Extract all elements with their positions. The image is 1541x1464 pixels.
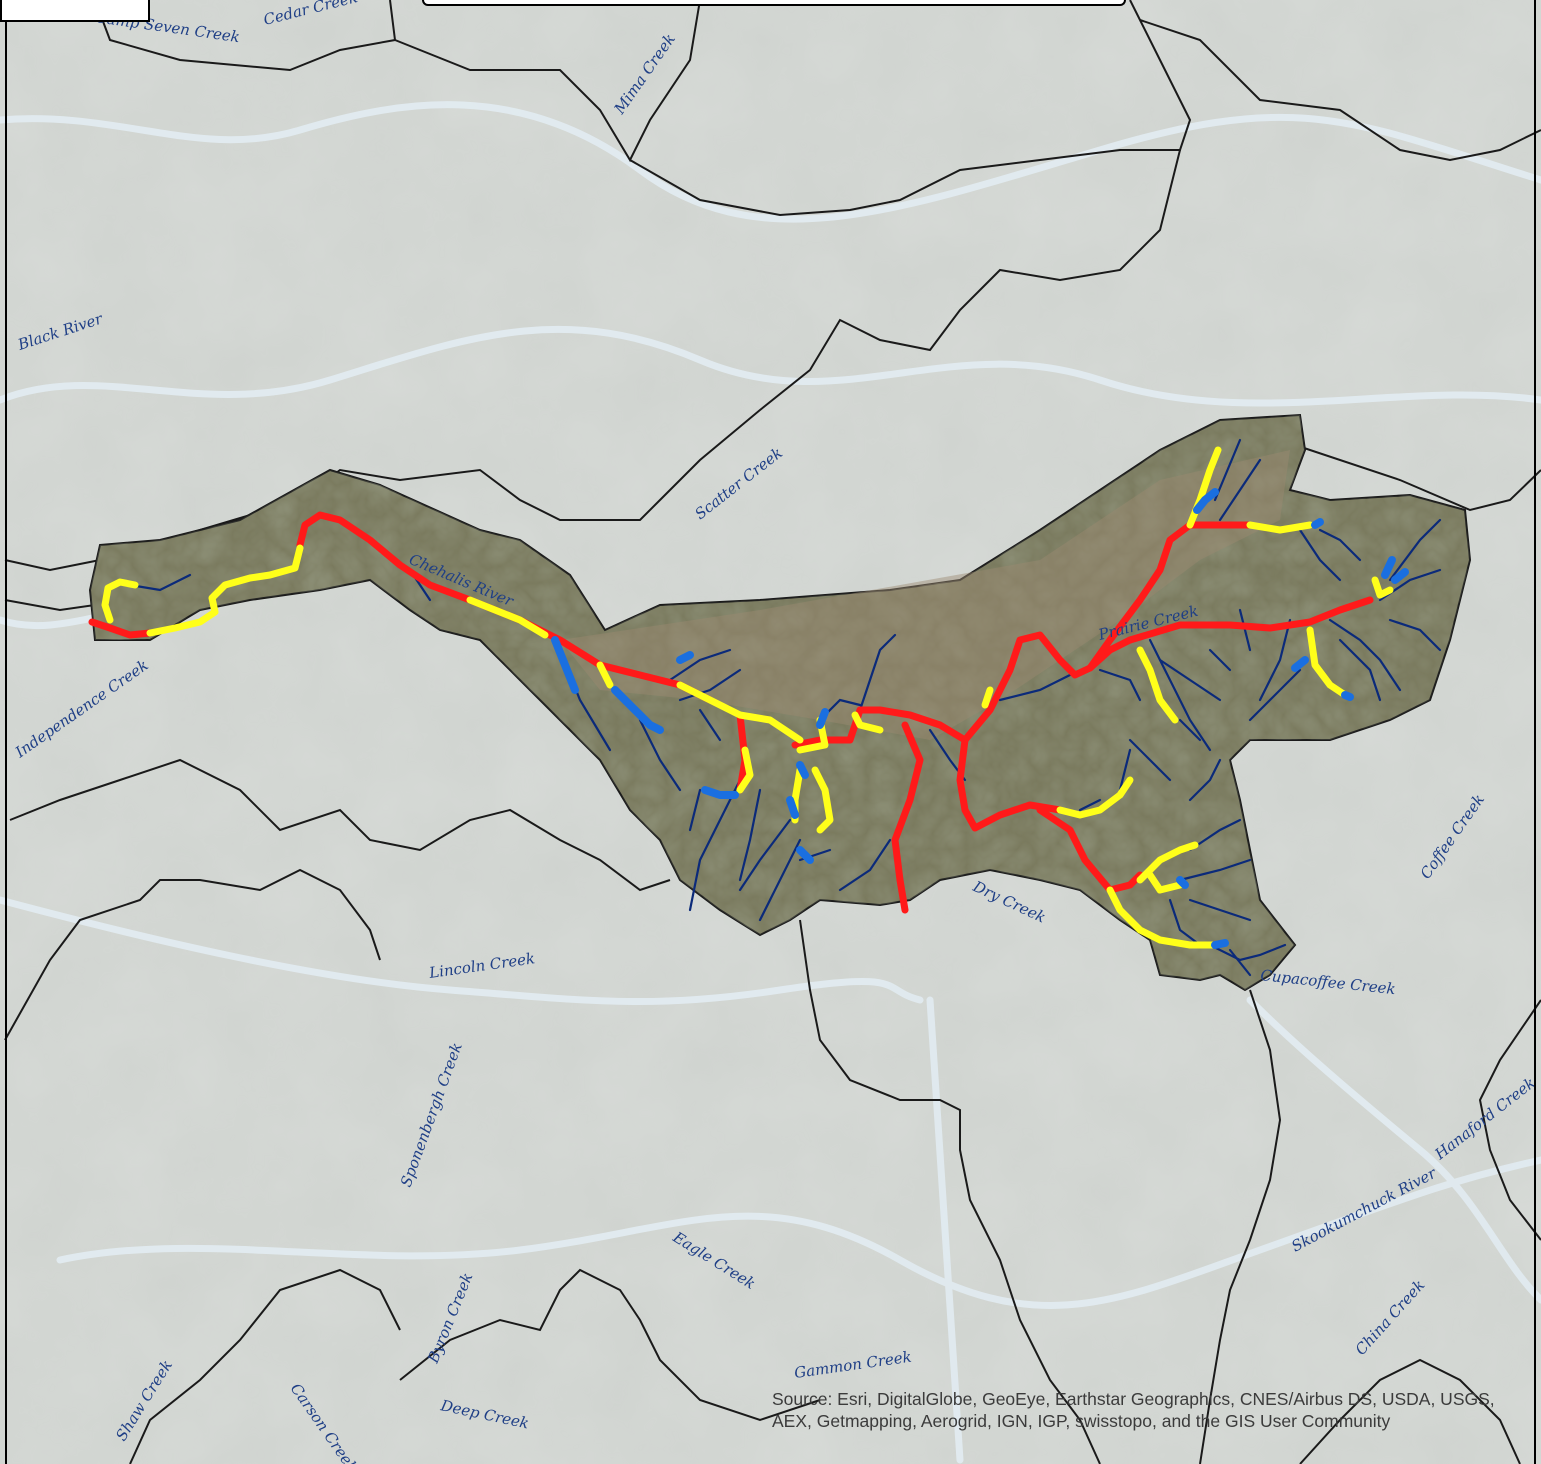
title-box — [422, 0, 1126, 6]
study-area — [88, 413, 1472, 992]
logo-box — [0, 0, 150, 22]
attribution-text: Source: Esri, DigitalGlobe, GeoEye, Eart… — [772, 1389, 1495, 1431]
basemap-rivers — [0, 101, 1541, 1464]
stream-segments-low — [551, 488, 1409, 949]
watershed-boundaries — [4, 0, 1541, 1464]
minor-streams — [128, 438, 1442, 977]
stream-segments-medium — [101, 446, 1394, 949]
stream-segments-high — [88, 511, 1374, 914]
